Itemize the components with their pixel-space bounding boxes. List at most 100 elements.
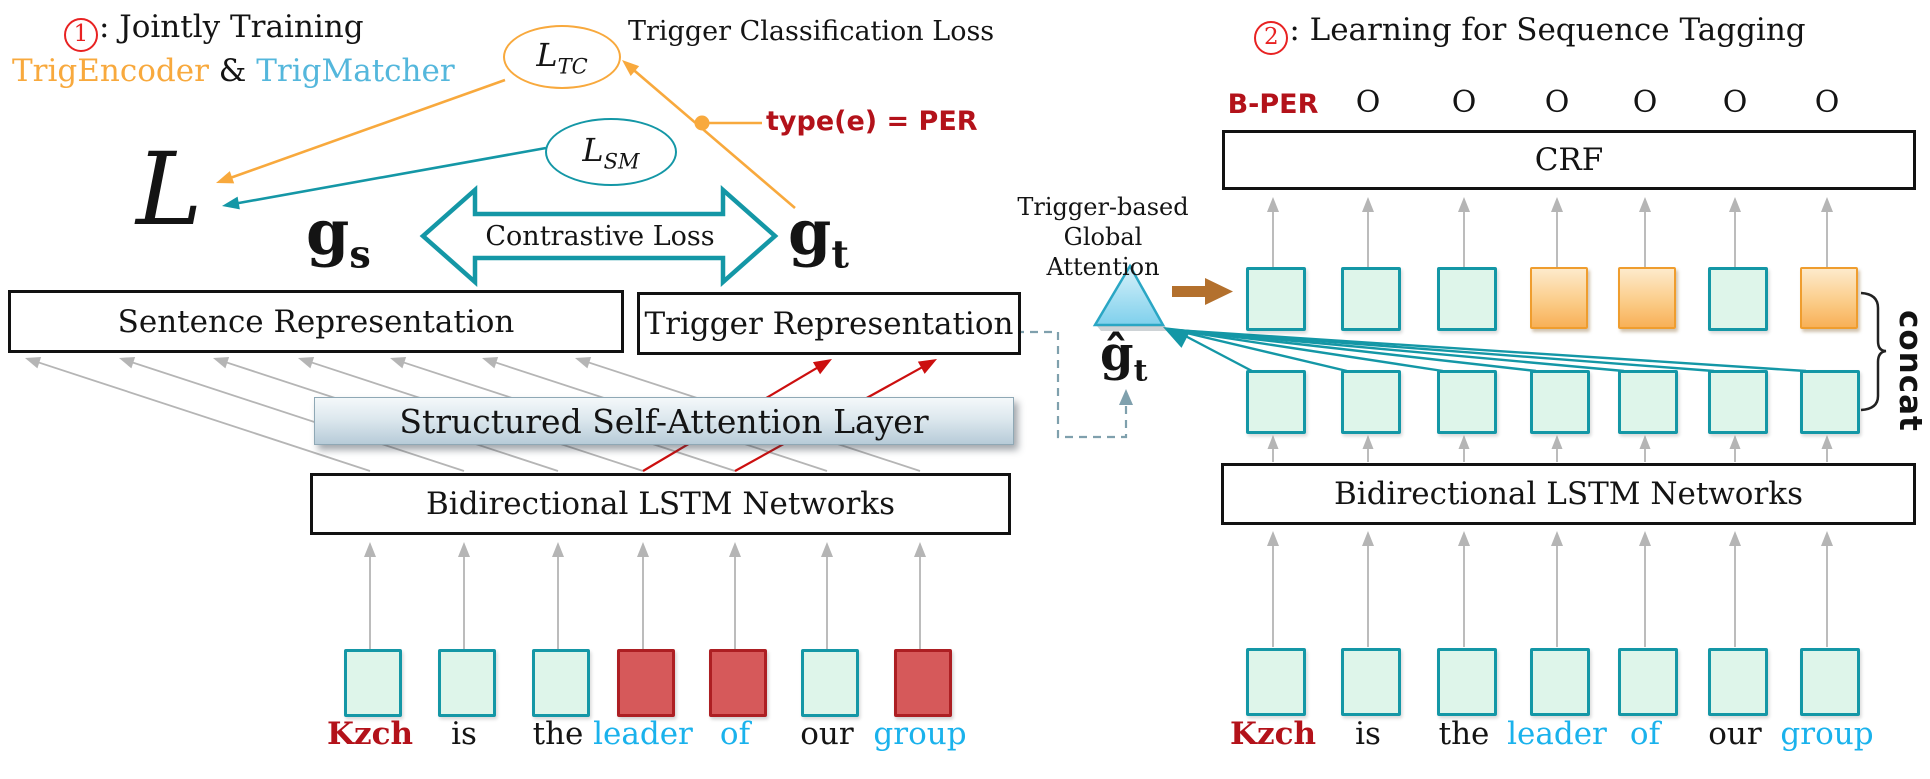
edge-ltc-to-total-loss-head bbox=[216, 171, 235, 184]
tag-label-o: O bbox=[1544, 85, 1570, 120]
edge-gt-to-ltc-head bbox=[622, 60, 640, 76]
left-panel-title: 1: Jointly Training bbox=[64, 9, 364, 52]
tag-label-o: O bbox=[1451, 85, 1477, 120]
word-token: the bbox=[1438, 716, 1490, 752]
hidden-to-crf-arrow-head bbox=[1458, 197, 1470, 212]
hidden-state-box-top bbox=[1246, 267, 1306, 331]
token-input-arrow-head bbox=[458, 542, 470, 557]
word-token: of bbox=[1629, 716, 1661, 752]
left-panel-subtitle: TrigEncoder & TrigMatcher bbox=[12, 53, 455, 89]
attention-line bbox=[1173, 328, 1537, 373]
hidden-state-box-top bbox=[1437, 267, 1497, 331]
trigger-arrow-head bbox=[917, 359, 937, 374]
fan-arrow-head bbox=[482, 356, 499, 369]
hidden-state-box-bottom bbox=[1800, 370, 1860, 434]
word-token: group bbox=[873, 716, 967, 752]
hidden-state-box-top bbox=[1341, 267, 1401, 331]
attention-line bbox=[1173, 328, 1715, 373]
word-token: Kzch bbox=[1230, 716, 1316, 752]
token-box bbox=[1341, 648, 1401, 716]
token-input-arrow-head bbox=[1821, 531, 1833, 546]
word-token: Kzch bbox=[327, 716, 413, 752]
word-token: leader bbox=[1507, 716, 1607, 752]
trigger-token-box bbox=[709, 649, 767, 717]
tc-loss-caption: Trigger Classification Loss bbox=[628, 16, 995, 47]
attention-line bbox=[1173, 328, 1444, 373]
token-input-arrow-head bbox=[364, 542, 376, 557]
attended-state-box bbox=[1618, 267, 1676, 329]
hidden-to-crf-arrow-head bbox=[1267, 197, 1279, 212]
hidden-to-crf-arrow-head bbox=[1821, 197, 1833, 212]
self-attention-layer-box: Structured Self-Attention Layer bbox=[314, 397, 1014, 445]
hidden-to-crf-arrow-head bbox=[1362, 197, 1374, 212]
circled-number-1: 1 bbox=[64, 18, 98, 52]
word-token: is bbox=[1355, 716, 1381, 752]
hidden-to-crf-arrow-head bbox=[1729, 197, 1741, 212]
token-input-arrow-head bbox=[552, 542, 564, 557]
trigger-arrow-head bbox=[812, 359, 832, 375]
token-input-arrow-head bbox=[821, 542, 833, 557]
word-token: of bbox=[719, 716, 751, 752]
tag-label-o: O bbox=[1632, 85, 1658, 120]
word-token: leader bbox=[593, 716, 693, 752]
token-box bbox=[1246, 648, 1306, 716]
attention-line bbox=[1173, 328, 1253, 373]
token-box bbox=[1618, 648, 1678, 716]
lstm-to-hidden-arrow-head bbox=[1729, 435, 1741, 449]
token-box bbox=[532, 649, 590, 717]
lstm-to-hidden-arrow-head bbox=[1267, 435, 1279, 449]
hidden-state-box-bottom bbox=[1530, 370, 1590, 434]
lstm-to-hidden-arrow-head bbox=[1551, 435, 1563, 449]
tag-label-o: O bbox=[1722, 85, 1748, 120]
hidden-to-crf-arrow-head bbox=[1639, 197, 1651, 212]
fan-arrow-head bbox=[213, 356, 230, 369]
entity-type-label: type(e) = PER bbox=[766, 106, 978, 137]
token-input-arrow-head bbox=[1551, 531, 1563, 546]
word-token: our bbox=[800, 716, 854, 752]
contrastive-loss-label: Contrastive Loss bbox=[485, 221, 715, 252]
token-input-arrow-head bbox=[637, 542, 649, 557]
trigger-token-box bbox=[617, 649, 675, 717]
attention-output-arrow bbox=[1172, 278, 1233, 305]
trigger-classification-loss-node: LTC bbox=[503, 25, 621, 89]
hidden-state-box-bottom bbox=[1437, 370, 1497, 434]
bilstm-box-left: Bidirectional LSTM Networks bbox=[310, 473, 1011, 535]
word-token: the bbox=[532, 716, 584, 752]
word-token: our bbox=[1708, 716, 1762, 752]
token-input-arrow-head bbox=[1267, 531, 1279, 546]
hidden-state-box-top bbox=[1708, 267, 1768, 331]
attention-arrowhead bbox=[1163, 327, 1191, 348]
token-box bbox=[1437, 648, 1497, 716]
tag-label-o: O bbox=[1814, 85, 1840, 120]
fan-arrow-head bbox=[25, 356, 42, 369]
attended-state-box bbox=[1530, 267, 1588, 329]
trigmatcher-label: TrigMatcher bbox=[256, 53, 455, 89]
right-panel-title: 2: Learning for Sequence Tagging bbox=[1150, 12, 1910, 55]
token-box bbox=[801, 649, 859, 717]
token-box bbox=[1708, 648, 1768, 716]
token-input-arrow-head bbox=[1458, 531, 1470, 546]
hidden-state-box-bottom bbox=[1246, 370, 1306, 434]
attended-trigger-vector-symbol: ĝt bbox=[1100, 326, 1148, 389]
attention-line bbox=[1173, 328, 1625, 373]
edge-lsm-to-total-loss-head bbox=[222, 196, 240, 210]
lstm-to-hidden-arrow-head bbox=[1821, 435, 1833, 449]
total-loss-symbol: L bbox=[136, 131, 203, 248]
hidden-state-box-bottom bbox=[1708, 370, 1768, 434]
concat-brace bbox=[1860, 291, 1887, 412]
attention-line bbox=[1173, 328, 1348, 373]
tag-label-bper: B-PER bbox=[1227, 89, 1319, 120]
lstm-to-hidden-arrow-head bbox=[1362, 435, 1374, 449]
attention-line bbox=[1173, 328, 1807, 373]
circled-number-2: 2 bbox=[1254, 21, 1289, 55]
fan-arrow-head bbox=[298, 356, 315, 369]
trigencoder-label: TrigEncoder bbox=[12, 53, 209, 89]
edge-lsm-to-total-loss bbox=[230, 146, 547, 206]
token-input-arrow-head bbox=[1729, 531, 1741, 546]
token-box bbox=[1800, 648, 1860, 716]
token-input-arrow-head bbox=[1639, 531, 1651, 546]
fan-arrow-head bbox=[390, 356, 407, 369]
token-box bbox=[438, 649, 496, 717]
hidden-state-box-bottom bbox=[1618, 370, 1678, 434]
